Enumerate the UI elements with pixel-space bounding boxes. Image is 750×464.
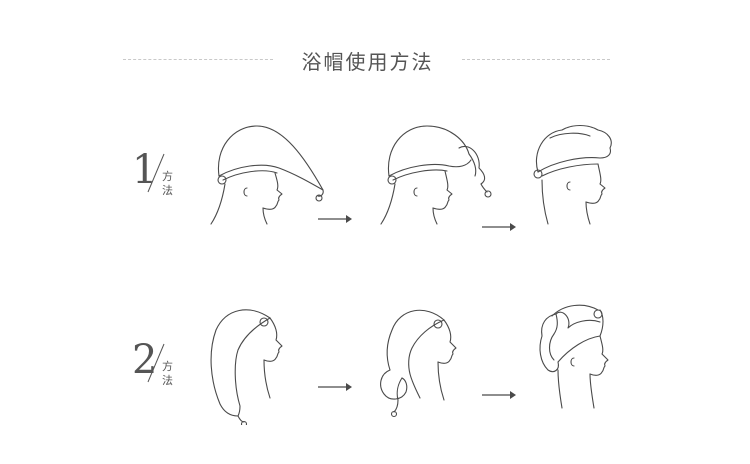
header: 浴帽使用方法 [0, 40, 750, 80]
arrow-right-icon [316, 378, 356, 391]
cap-illustration-2a [200, 300, 310, 425]
slash-icon [147, 153, 165, 193]
arrow-right-icon [316, 210, 356, 223]
cap-illustration-1a [205, 118, 330, 228]
step-number: 1 [132, 147, 158, 193]
step-2-label: 2 方法 [132, 338, 192, 398]
step-word: 方法 [162, 360, 173, 387]
slash-icon [147, 343, 165, 383]
cap-illustration-1b [375, 118, 500, 228]
divider-left [123, 59, 273, 60]
arrow-right-icon [480, 386, 520, 399]
cap-illustration-2b [372, 300, 482, 425]
page-title: 浴帽使用方法 [301, 50, 434, 74]
step-word: 方法 [162, 170, 173, 197]
cap-illustration-1c [528, 118, 638, 228]
divider-right [462, 59, 610, 60]
cap-illustration-2c [528, 296, 638, 421]
arrow-right-icon [480, 218, 520, 231]
step-1-label: 1 方法 [132, 148, 192, 208]
step-number: 2 [132, 337, 158, 383]
